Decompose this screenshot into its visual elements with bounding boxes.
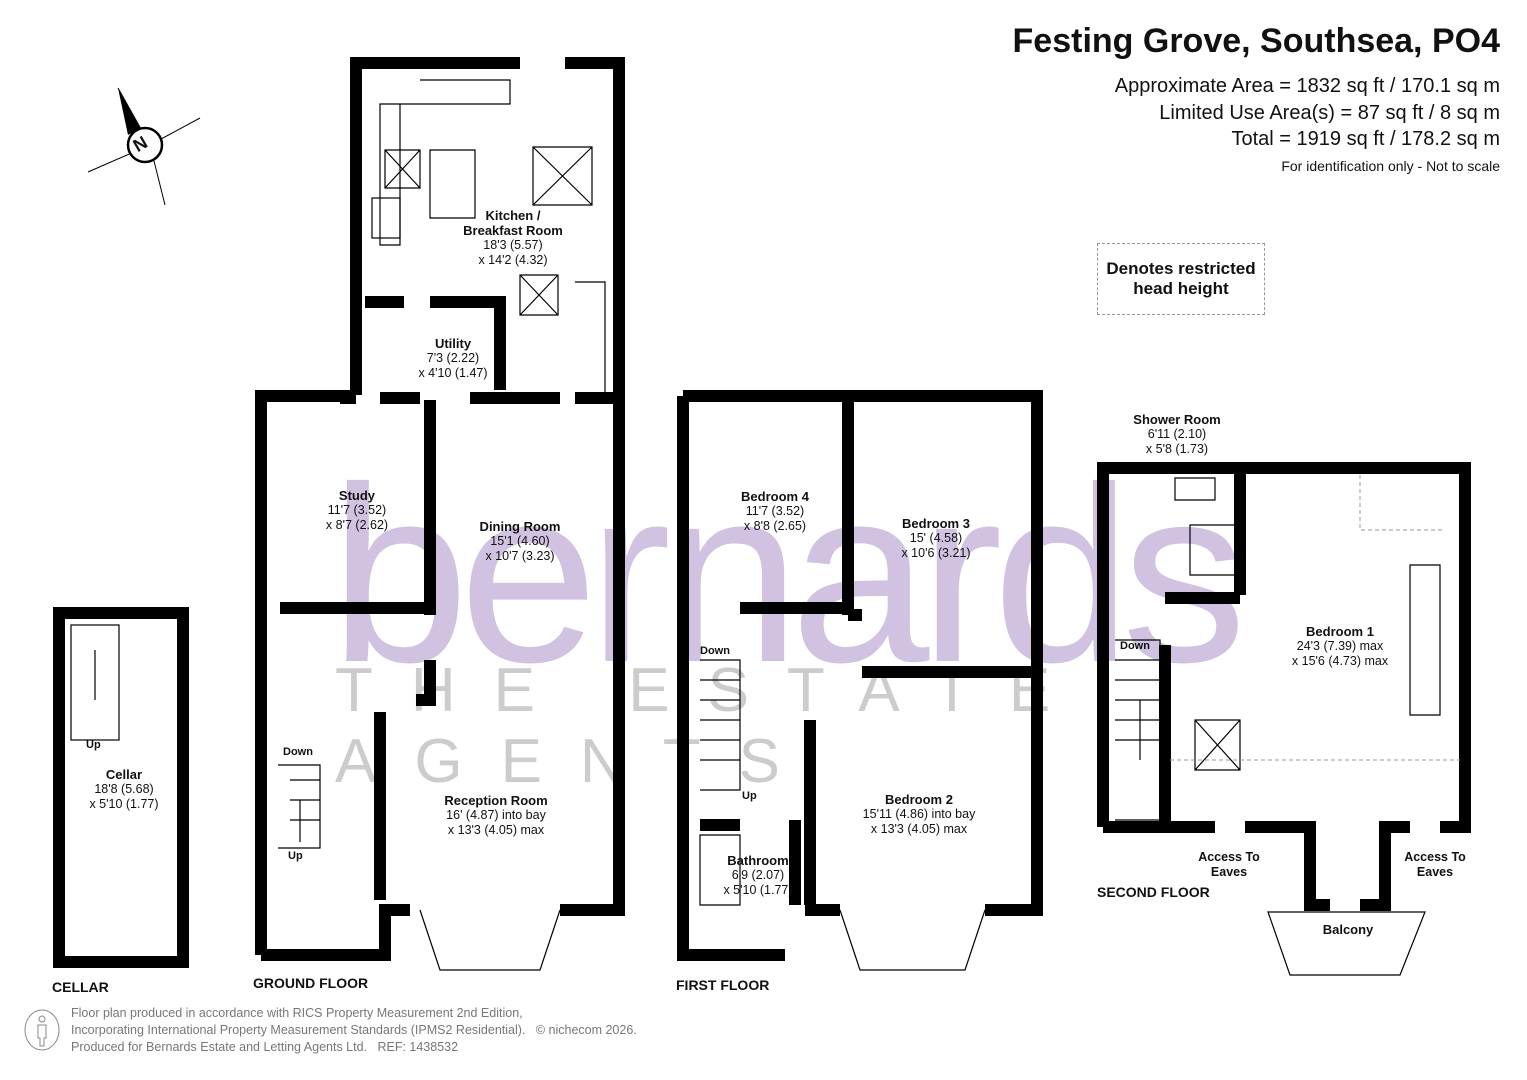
first-stairs-up: Up <box>742 790 757 802</box>
eaves-access-right: Access To Eaves <box>1404 850 1466 879</box>
second-floor-walls <box>1097 462 1471 976</box>
floor-label-second: SECOND FLOOR <box>1097 884 1210 900</box>
room-balcony: Balcony <box>1322 922 1374 937</box>
limited-use-area: Limited Use Area(s) = 87 sq ft / 8 sq m <box>1159 102 1500 124</box>
cellar-walls <box>53 607 189 968</box>
reference-number: REF: 1438532 <box>377 1040 459 1054</box>
ground-stairs-up: Up <box>288 850 303 862</box>
ground-stairs-down: Down <box>283 746 313 758</box>
watermark-brand: bernards <box>330 435 1247 714</box>
floor-label-ground: GROUND FLOOR <box>253 975 369 991</box>
compass-north-icon <box>87 87 201 206</box>
eaves-access-left: Access To Eaves <box>1198 850 1260 879</box>
floor-label-first: FIRST FLOOR <box>676 977 770 993</box>
property-title: Festing Grove, Southsea, PO4 <box>1012 22 1500 60</box>
copyright: © nichecom 2026. <box>535 1023 637 1037</box>
restricted-height-legend: Denotes restricted head height <box>1097 243 1265 315</box>
floor-label-cellar: CELLAR <box>52 979 109 995</box>
cellar-stairs-up: Up <box>86 739 101 751</box>
person-icon <box>24 1009 60 1051</box>
second-stairs-down: Down <box>1120 640 1150 652</box>
first-stairs-down: Down <box>700 645 730 657</box>
scale-note: For identification only - Not to scale <box>1281 158 1500 174</box>
footer-text: Floor plan produced in accordance with R… <box>71 1006 637 1054</box>
approximate-area: Approximate Area = 1832 sq ft / 170.1 sq… <box>1114 75 1500 97</box>
total-area: Total = 1919 sq ft / 178.2 sq m <box>1231 128 1501 150</box>
ground-floor-walls <box>255 57 625 971</box>
first-floor-walls <box>677 390 1043 971</box>
